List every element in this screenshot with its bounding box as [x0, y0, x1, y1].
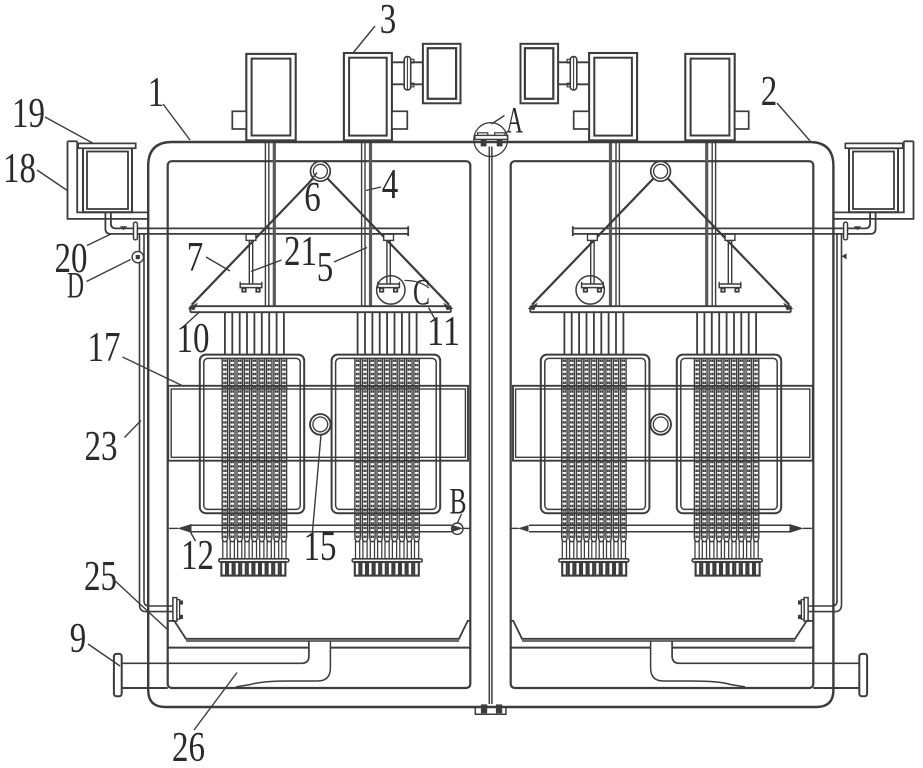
svg-text:3: 3	[380, 0, 397, 43]
svg-text:15: 15	[304, 524, 337, 570]
svg-text:19: 19	[12, 91, 45, 137]
svg-text:10: 10	[177, 316, 210, 362]
svg-text:7: 7	[187, 235, 204, 281]
svg-text:18: 18	[3, 146, 36, 192]
svg-text:20: 20	[55, 236, 88, 282]
svg-text:26: 26	[172, 725, 205, 768]
svg-text:11: 11	[427, 309, 460, 355]
svg-text:4: 4	[382, 162, 399, 208]
svg-text:21: 21	[284, 229, 317, 275]
svg-text:17: 17	[88, 325, 121, 371]
svg-text:C: C	[413, 273, 430, 314]
svg-text:23: 23	[85, 424, 118, 470]
svg-text:1: 1	[148, 70, 165, 116]
svg-text:5: 5	[317, 245, 334, 291]
svg-text:12: 12	[181, 533, 214, 579]
svg-text:6: 6	[304, 175, 321, 221]
svg-text:25: 25	[84, 554, 117, 600]
svg-text:2: 2	[761, 69, 778, 115]
svg-text:A: A	[506, 101, 523, 142]
svg-text:D: D	[67, 266, 84, 307]
svg-text:B: B	[450, 482, 467, 523]
svg-text:9: 9	[70, 616, 87, 662]
